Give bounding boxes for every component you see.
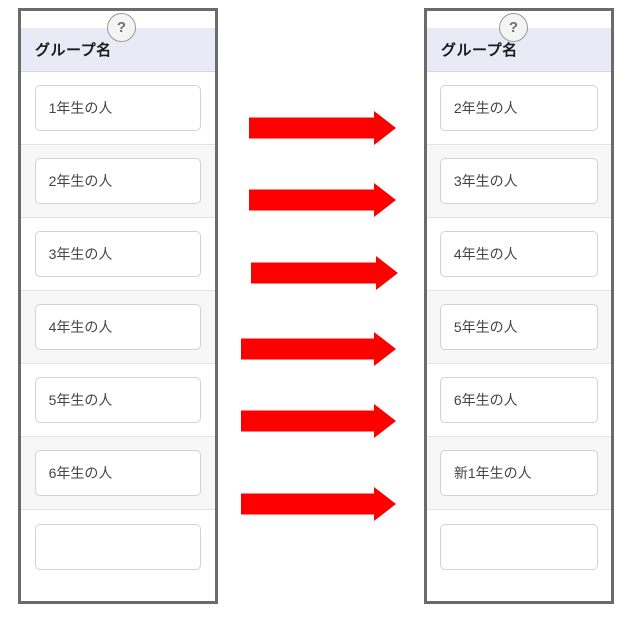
table-row: 1年生の人 [21, 72, 215, 145]
mapping-arrow [249, 111, 396, 145]
source-column-header-label: グループ名 [35, 42, 112, 59]
table-row: 2年生の人 [427, 72, 611, 145]
target-group-name-input[interactable]: 6年生の人 [439, 377, 599, 423]
source-group-name-input[interactable]: 3年生の人 [34, 231, 202, 277]
target-row-list: 2年生の人 3年生の人 4年生の人 5年生の人 6年生の人新1年生の人 [427, 72, 611, 583]
target-column-header-label: グループ名 [441, 42, 518, 59]
source-group-panel: ? グループ名 1年生の人 2年生の人 3年生の人 4年生の人 5年生の人 6年生の人 [18, 8, 218, 604]
mapping-arrow [241, 332, 396, 366]
target-group-name-input[interactable]: 3年生の人 [439, 158, 599, 204]
target-group-panel: ? グループ名 2年生の人 3年生の人 4年生の人 5年生の人 6年生の人新1年生の人 [424, 8, 614, 604]
table-row: 3年生の人 [427, 145, 611, 218]
target-group-name-input[interactable]: 5年生の人 [439, 304, 599, 350]
table-row [21, 510, 215, 583]
help-icon[interactable]: ? [107, 13, 136, 42]
source-row-list: 1年生の人 2年生の人 3年生の人 4年生の人 5年生の人 6年生の人 [21, 72, 215, 583]
table-row: 新1年生の人 [427, 437, 611, 510]
table-row: 4年生の人 [21, 291, 215, 364]
table-row: 2年生の人 [21, 145, 215, 218]
table-row [427, 510, 611, 583]
target-panel-inner: ? グループ名 2年生の人 3年生の人 4年生の人 5年生の人 6年生の人新1年生の人 [427, 11, 611, 601]
table-row: 5年生の人 [21, 364, 215, 437]
mapping-arrow [241, 404, 396, 438]
target-group-name-input[interactable]: 4年生の人 [439, 231, 599, 277]
target-group-name-input[interactable]: 2年生の人 [439, 85, 599, 131]
table-row: 6年生の人 [427, 364, 611, 437]
source-group-name-input[interactable]: 4年生の人 [34, 304, 202, 350]
source-group-name-input[interactable]: 1年生の人 [34, 85, 202, 131]
table-row: 6年生の人 [21, 437, 215, 510]
mapping-arrow [249, 183, 396, 217]
mapping-arrow [251, 256, 398, 290]
source-panel-inner: ? グループ名 1年生の人 2年生の人 3年生の人 4年生の人 5年生の人 6年生の人 [21, 11, 215, 601]
help-icon[interactable]: ? [499, 13, 528, 42]
source-group-name-input[interactable]: 2年生の人 [34, 158, 202, 204]
source-group-name-input[interactable]: 6年生の人 [34, 450, 202, 496]
table-row: 3年生の人 [21, 218, 215, 291]
table-row: 5年生の人 [427, 291, 611, 364]
source-group-name-input[interactable]: 5年生の人 [34, 377, 202, 423]
table-row: 4年生の人 [427, 218, 611, 291]
source-group-name-input[interactable] [34, 523, 202, 570]
mapping-arrow [241, 487, 396, 521]
target-group-name-input[interactable]: 新1年生の人 [439, 450, 599, 496]
target-group-name-input[interactable] [439, 523, 599, 570]
